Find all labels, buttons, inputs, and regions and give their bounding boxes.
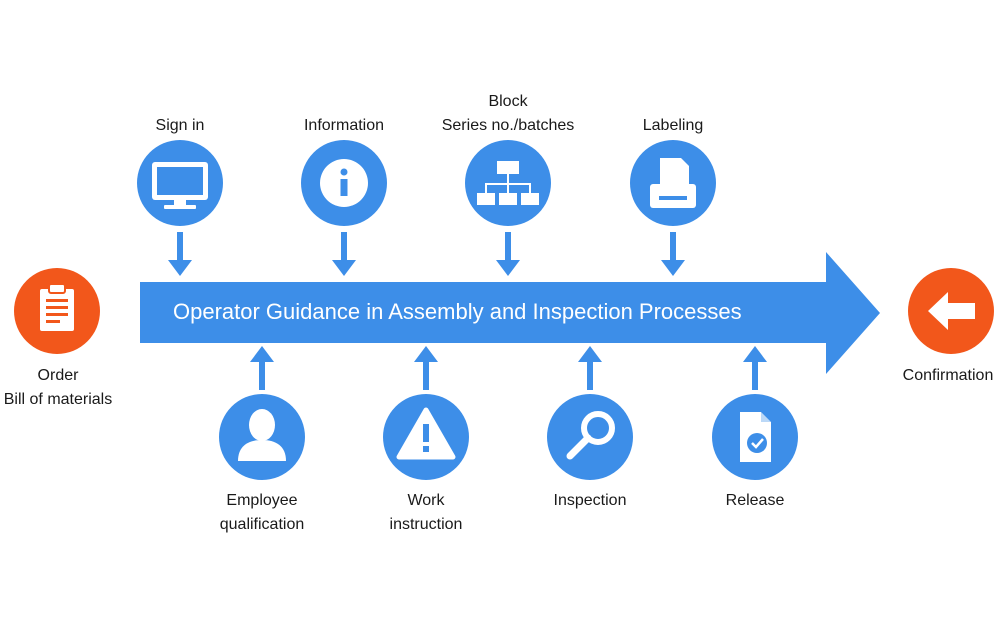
- label-line: Block: [488, 93, 528, 110]
- document-check-icon: [740, 412, 771, 462]
- label-line: Release: [725, 492, 785, 509]
- bottom-step-3-label: Inspection: [530, 489, 650, 513]
- top-step-block: [465, 140, 551, 276]
- info-icon: [320, 159, 368, 207]
- label-line: qualification: [219, 516, 305, 533]
- label-line: Inspection: [553, 492, 627, 509]
- start-label-line-2: Bill of materials: [3, 391, 113, 408]
- top-step-4-label: Labeling: [613, 114, 733, 138]
- top-step-labeling: [630, 140, 716, 276]
- magnifier-icon: [566, 411, 615, 460]
- bottom-step-work: [383, 346, 469, 480]
- banner-title: Operator Guidance in Assembly and Inspec…: [173, 299, 742, 324]
- bottom-step-inspection: [547, 346, 633, 480]
- person-icon: [238, 409, 286, 461]
- bottom-step-4-label: Release: [695, 489, 815, 513]
- bottom-step-1-label: Employee qualification: [197, 489, 327, 537]
- label-line: instruction: [389, 516, 463, 533]
- start-node: [14, 268, 100, 354]
- top-step-2-label: Information: [284, 114, 404, 138]
- printer-icon: [650, 158, 696, 208]
- top-step-information: [301, 140, 387, 276]
- end-label-line-1: Confirmation: [902, 367, 994, 384]
- bottom-step-2-label: Work instruction: [366, 489, 486, 537]
- arrow-left-icon: [928, 292, 975, 330]
- top-step-1-label: Sign in: [120, 114, 240, 138]
- start-label-line-1: Order: [37, 367, 79, 384]
- hierarchy-icon: [477, 161, 539, 205]
- label-line: Employee: [226, 492, 298, 509]
- label-line: Work: [407, 492, 445, 509]
- main-arrow: [140, 252, 880, 374]
- label-line: Sign in: [155, 117, 205, 134]
- start-label: Order Bill of materials: [2, 364, 114, 412]
- label-line: Information: [303, 117, 385, 134]
- top-step-sign-in: [137, 140, 223, 276]
- end-label: Confirmation: [896, 364, 1000, 388]
- top-step-3-label: Block Series no./batches: [428, 90, 588, 138]
- warning-icon: [396, 407, 456, 460]
- label-line: Labeling: [642, 117, 704, 134]
- monitor-icon: [152, 162, 208, 209]
- bottom-step-employee: [219, 346, 305, 480]
- clipboard-icon: [40, 283, 74, 331]
- end-node: [908, 268, 994, 354]
- label-line: Series no./batches: [441, 117, 575, 134]
- bottom-step-release: [712, 346, 798, 480]
